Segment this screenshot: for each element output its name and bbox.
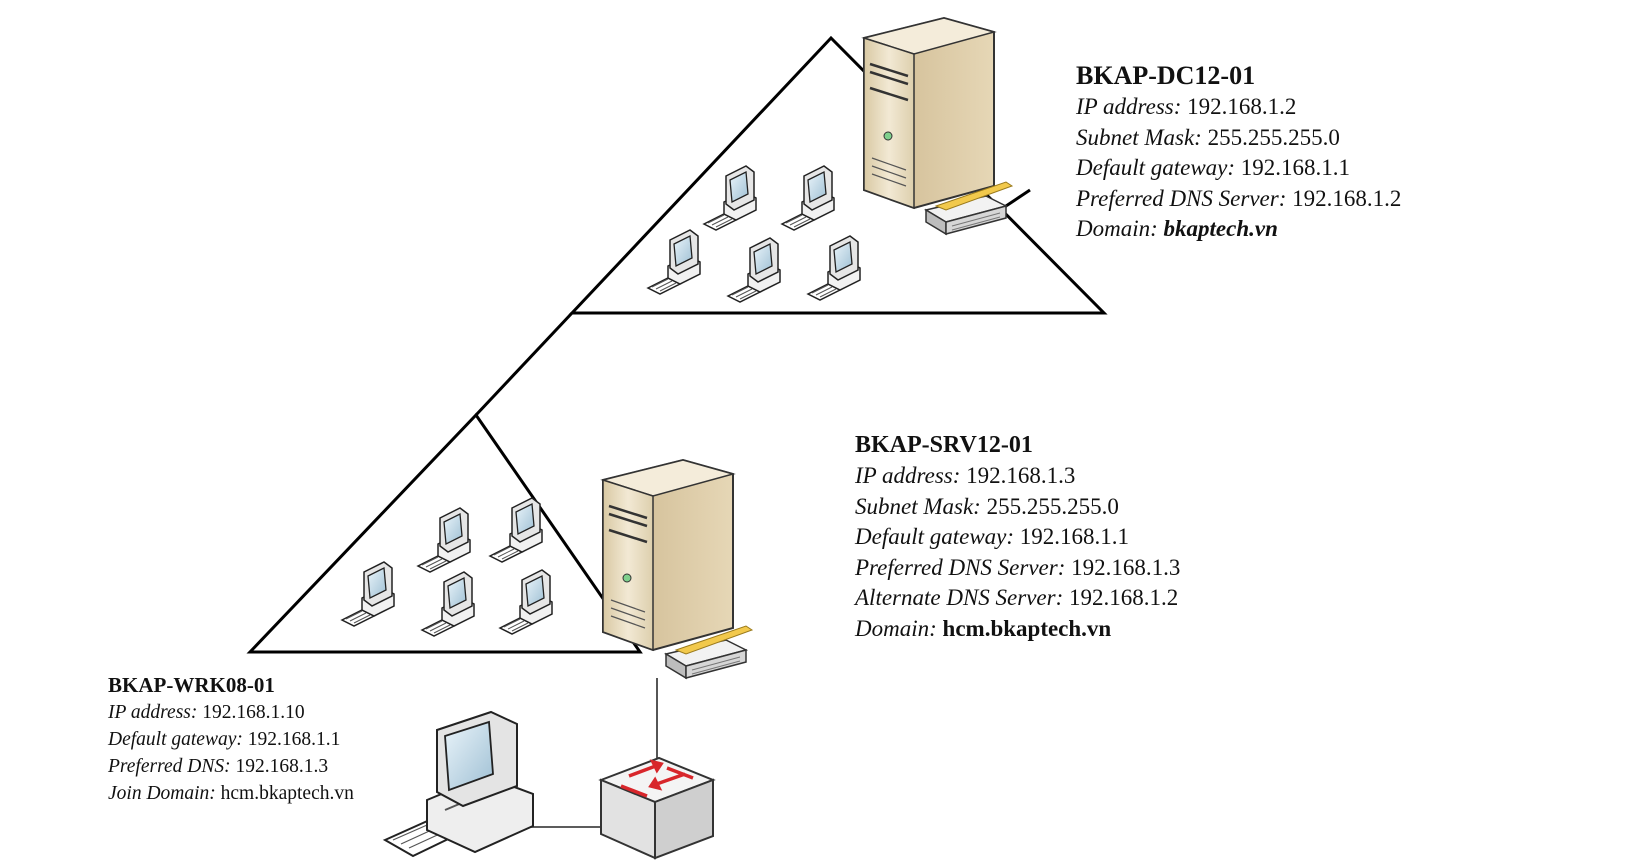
wrk-gateway-label: Default gateway: — [108, 729, 243, 750]
desktop-computer-icon — [703, 165, 757, 231]
wrk-domain-value: hcm.bkaptech.vn — [220, 783, 354, 804]
desktop-computer-icon — [499, 569, 553, 635]
child-domain-triangle — [246, 412, 643, 654]
srv-domain-label: Domain: — [855, 615, 937, 641]
dc-dns-label: Preferred DNS Server: — [1076, 185, 1287, 211]
srv-domain-value: hcm.bkaptech.vn — [942, 615, 1112, 641]
dc-gateway-value: 192.168.1.1 — [1240, 155, 1351, 180]
dc-domain-label: Domain: — [1076, 216, 1158, 241]
desktop-computer-icon — [417, 507, 471, 573]
wrk-gateway-row: Default gateway: 192.168.1.1 — [108, 726, 354, 753]
srv-alt-dns-row: Alternate DNS Server: 192.168.1.2 — [855, 583, 1180, 614]
dc-info-panel: BKAP-DC12-01 IP address: 192.168.1.2 Sub… — [1076, 60, 1401, 245]
dc-ip-row: IP address: 192.168.1.2 — [1076, 92, 1401, 123]
wrk-hostname: BKAP-WRK08-01 — [108, 673, 275, 697]
server-tower-icon — [862, 16, 996, 210]
srv-gateway-value: 192.168.1.1 — [1019, 524, 1130, 549]
srv-ip-label: IP address: — [855, 463, 961, 488]
lan-lines — [527, 678, 658, 828]
desktop-computer-icon — [421, 571, 475, 637]
srv-alt-dns-label: Alternate DNS Server: — [855, 585, 1064, 610]
srv-ip-value: 192.168.1.3 — [966, 463, 1076, 488]
dc-domain-row: Domain: bkaptech.vn — [1076, 214, 1401, 245]
desktop-computer-icon — [781, 165, 835, 231]
wrk-ip-value: 192.168.1.10 — [202, 702, 305, 723]
dc-gateway-label: Default gateway: — [1076, 155, 1236, 180]
desktop-computer-icon — [382, 710, 534, 858]
dc-mask-row: Subnet Mask: 255.255.255.0 — [1076, 123, 1401, 154]
wrk-domain-row: Join Domain: hcm.bkaptech.vn — [108, 780, 354, 807]
parent-domain-clients — [647, 165, 861, 303]
dc-mask-value: 255.255.255.0 — [1207, 124, 1340, 150]
srv-domain-row: Domain: hcm.bkaptech.vn — [855, 614, 1180, 645]
srv-mask-label: Subnet Mask: — [855, 493, 981, 519]
srv-dns-value: 192.168.1.3 — [1071, 554, 1181, 580]
wrk-dns-value: 192.168.1.3 — [235, 756, 329, 777]
desktop-computer-icon — [489, 497, 543, 563]
trust-link — [474, 311, 574, 417]
wrk-dns-label: Preferred DNS: — [108, 756, 231, 777]
server-tower-icon — [601, 458, 735, 652]
dc-domain-value: bkaptech.vn — [1163, 216, 1278, 241]
desktop-computer-icon — [341, 561, 395, 627]
wrk-gateway-value: 192.168.1.1 — [247, 729, 341, 750]
wrk-dns-row: Preferred DNS: 192.168.1.3 — [108, 753, 354, 780]
wrk-ip-label: IP address: — [108, 702, 198, 723]
dc-dns-value: 192.168.1.2 — [1292, 185, 1402, 211]
srv-dns-row: Preferred DNS Server: 192.168.1.3 — [855, 553, 1180, 584]
child-domain-clients — [341, 497, 553, 637]
wrk-ip-row: IP address: 192.168.1.10 — [108, 699, 354, 726]
wrk-domain-label: Join Domain: — [108, 783, 216, 804]
network-switch-icon — [598, 756, 716, 860]
srv-dns-label: Preferred DNS Server: — [855, 554, 1066, 580]
srv-ip-row: IP address: 192.168.1.3 — [855, 461, 1180, 492]
dc-ip-label: IP address: — [1076, 94, 1182, 119]
srv-gateway-label: Default gateway: — [855, 524, 1015, 549]
srv-info-panel: BKAP-SRV12-01 IP address: 192.168.1.3 Su… — [855, 430, 1180, 644]
wrk-info-panel: BKAP-WRK08-01 IP address: 192.168.1.10 D… — [108, 671, 354, 807]
dc-dns-row: Preferred DNS Server: 192.168.1.2 — [1076, 184, 1401, 215]
dc-gateway-row: Default gateway: 192.168.1.1 — [1076, 153, 1401, 184]
dc-mask-label: Subnet Mask: — [1076, 124, 1202, 150]
srv-hostname: BKAP-SRV12-01 — [855, 432, 1033, 458]
desktop-computer-icon — [727, 237, 781, 303]
desktop-computer-icon — [647, 229, 701, 295]
srv-mask-value: 255.255.255.0 — [986, 493, 1119, 519]
dc-hostname: BKAP-DC12-01 — [1076, 61, 1256, 90]
srv-alt-dns-value: 192.168.1.2 — [1068, 585, 1179, 610]
srv-gateway-row: Default gateway: 192.168.1.1 — [855, 522, 1180, 553]
desktop-computer-icon — [807, 235, 861, 301]
srv-mask-row: Subnet Mask: 255.255.255.0 — [855, 492, 1180, 523]
dc-ip-value: 192.168.1.2 — [1187, 94, 1297, 119]
